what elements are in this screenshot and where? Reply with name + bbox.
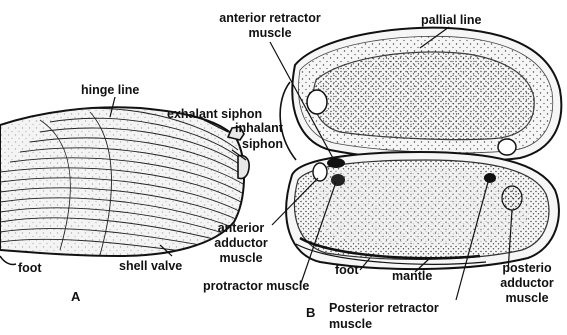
label-anterior-adductor-line2: adductor	[206, 237, 276, 250]
label-anterior-adductor-line3: muscle	[206, 252, 276, 265]
label-posterior-retractor-line2: muscle	[329, 318, 372, 331]
label-exhalant-siphon: exhalant siphon	[167, 108, 262, 121]
label-anterior-retractor-line2: muscle	[196, 27, 344, 40]
label-protractor-muscle: protractor muscle	[203, 280, 309, 293]
label-hinge-line: hinge line	[81, 84, 139, 97]
lower-valve	[286, 152, 559, 269]
label-inhalant-siphon-line1: inhalant	[235, 122, 283, 135]
label-mantle: mantle	[392, 270, 432, 283]
label-foot-b: foot	[335, 264, 359, 277]
label-inhalant-siphon-line2: siphon	[242, 138, 283, 151]
label-figure-b: B	[306, 306, 315, 319]
label-anterior-retractor-line1: anterior retractor	[196, 12, 344, 25]
label-pallial-line: pallial line	[421, 14, 481, 27]
label-shell-valve: shell valve	[119, 260, 182, 273]
label-posterior-retractor-line1: Posterior retractor	[329, 302, 439, 315]
label-foot-a: foot	[18, 262, 42, 275]
upper-valve	[292, 28, 561, 162]
label-figure-a: A	[71, 290, 80, 303]
label-posterior-adductor-line1: posterio	[494, 262, 560, 275]
label-posterior-adductor-line2: adductor	[494, 277, 560, 290]
label-anterior-adductor-line1: anterior	[206, 222, 276, 235]
label-posterior-adductor-line3: muscle	[494, 292, 560, 305]
